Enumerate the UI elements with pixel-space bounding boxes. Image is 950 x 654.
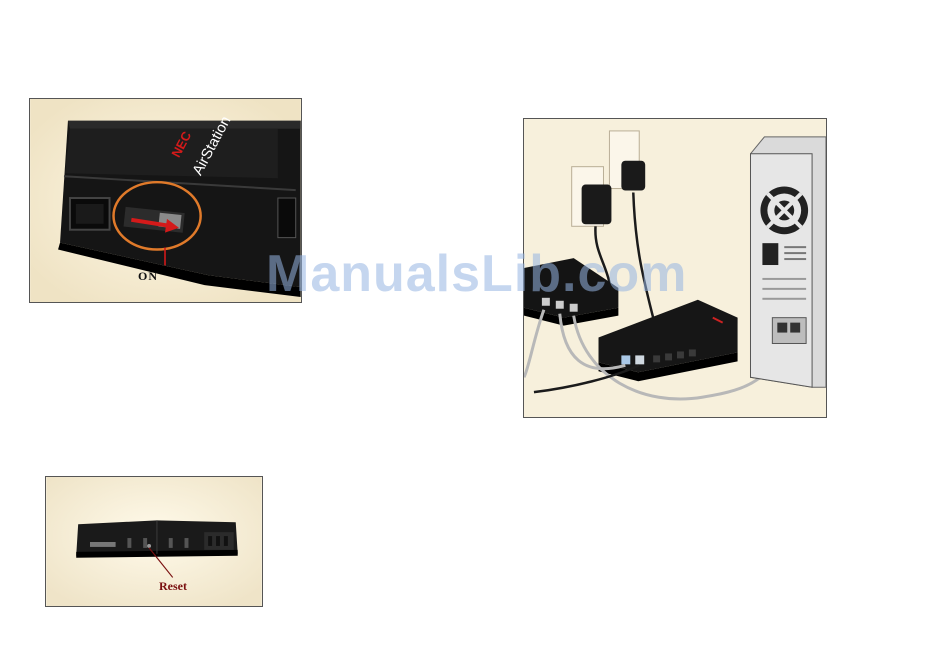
network-setup-illustration: [524, 119, 826, 417]
network-setup-figure: [523, 118, 827, 418]
reset-button-figure: Reset: [45, 476, 263, 607]
reset-pinhole: [147, 544, 151, 548]
router-reset-photo: [46, 477, 262, 606]
power-switch-figure: NEC AirStation ON: [29, 98, 302, 303]
router-side-photo: NEC AirStation: [30, 99, 301, 302]
reset-callout-label: Reset: [159, 579, 187, 594]
on-callout-label: ON: [138, 269, 158, 284]
